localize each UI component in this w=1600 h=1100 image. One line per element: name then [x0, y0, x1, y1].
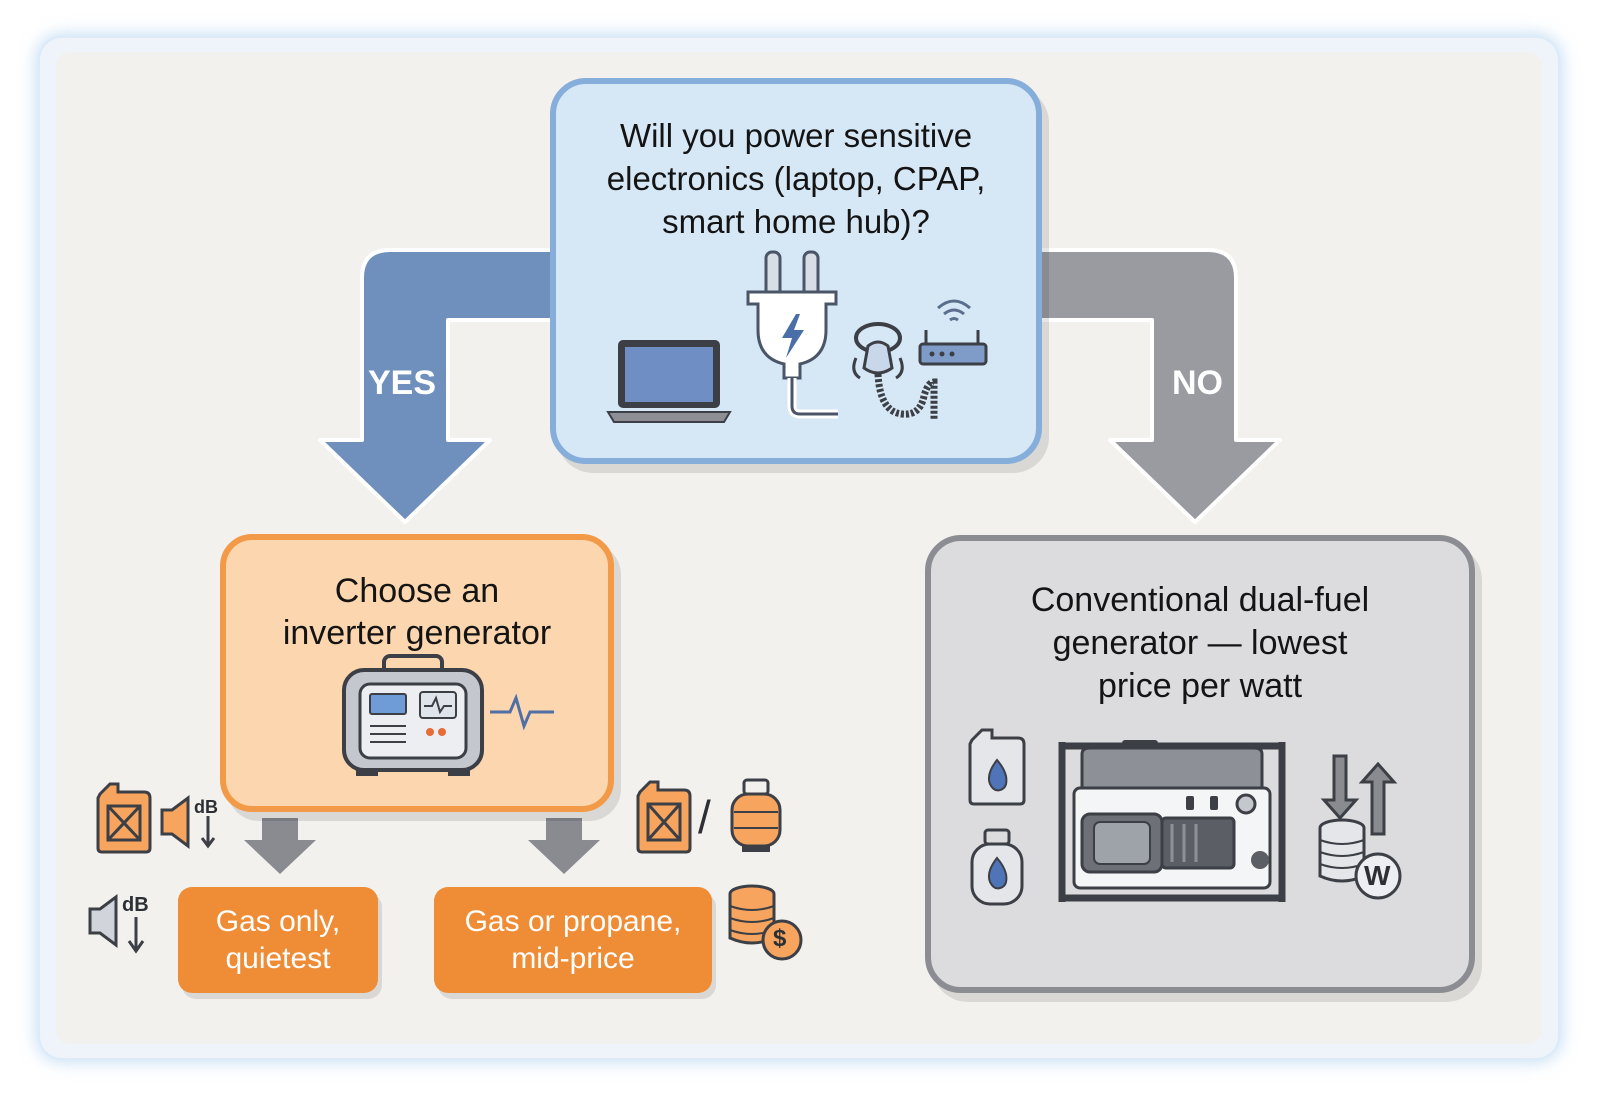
gas-propane-arrow [528, 818, 600, 874]
gas-can-icon [636, 780, 692, 854]
gas-only-option: Gas only, quietest [178, 887, 378, 993]
speaker-icon [160, 795, 216, 849]
slash-separator: / [698, 791, 711, 843]
router-icon [918, 299, 988, 366]
gas-only-arrow [244, 818, 316, 874]
dollar-label: $ [773, 925, 787, 952]
inverter-text: Choose an inverter generator [282, 572, 552, 652]
gas-can-icon [968, 728, 1026, 806]
propane-tank-icon [970, 828, 1024, 906]
dual-fuel-generator-icon [1058, 740, 1286, 902]
inverter-generator-icon [342, 654, 484, 776]
arrows-up-down-icon [1318, 754, 1402, 900]
propane-tank-icon [730, 778, 782, 852]
speaker-icon [88, 894, 145, 954]
conventional-text: Conventional dual-fuel generator — lowes… [1030, 581, 1370, 705]
yes-arrow [318, 248, 562, 524]
no-arrow [1034, 248, 1282, 524]
gas-can-icon [96, 782, 152, 854]
yes-label: YES [368, 364, 437, 402]
waveform-icon [490, 693, 554, 731]
no-label: NO [1172, 364, 1223, 402]
watt-label: W [1364, 860, 1391, 891]
question-text: Will you power sensitive electronics (la… [606, 117, 986, 240]
coins-icon [728, 884, 803, 961]
gas-propane-option: Gas or propane, mid-price [434, 887, 712, 993]
db-label-top: dB [194, 797, 218, 817]
cpap-mask-icon [852, 322, 938, 420]
db-label-bottom: dB [122, 894, 149, 916]
plug-icon [746, 250, 838, 419]
laptop-icon [606, 340, 732, 423]
